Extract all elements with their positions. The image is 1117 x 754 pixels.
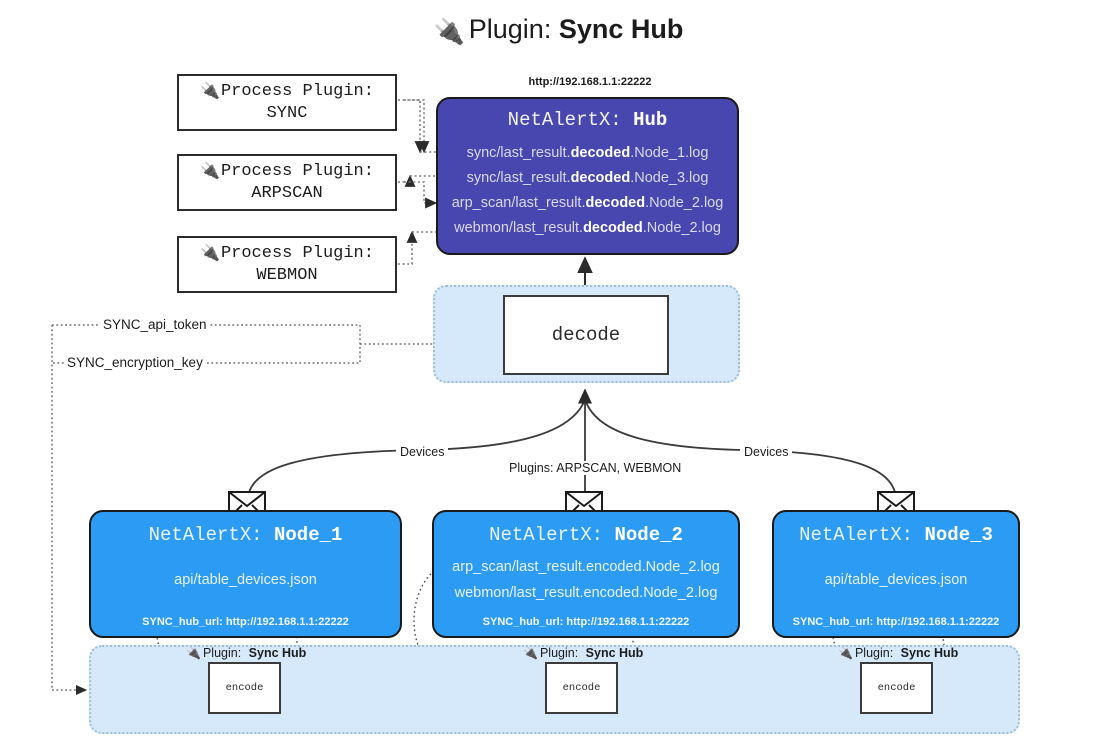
node-footer: SYNC_hub_url: http://192.168.1.1:22222 [792,616,1000,628]
node-line: webmon/last_result.encoded.Node_2.log [454,585,718,601]
node-title: NetAlertX: Node_1 [148,524,343,546]
hub-box[interactable]: NetAlertX: Hub sync/last_result.decoded.… [436,97,739,255]
node-line: api/table_devices.json [824,572,968,589]
process-plugin-arpscan[interactable]: 🔌Process Plugin: ARPSCAN [177,154,397,211]
hub-title-prefix: NetAlertX: [507,109,622,131]
secret-label-encryption-key: SYNC_encryption_key [64,355,206,370]
process-plugin-label: Process Plugin: [220,81,374,101]
encode-caption-3: 🔌Plugin: Sync Hub [838,646,959,660]
plug-icon: 🔌 [523,646,538,660]
encode-box-1[interactable]: encode [208,662,281,714]
node-box-node-1[interactable]: NetAlertX: Node_1 api/table_devices.json… [89,510,402,638]
hub-log-line: arp_scan/last_result.decoded.Node_2.log [451,194,724,211]
plug-icon: 🔌 [186,646,201,660]
encode-box-2[interactable]: encode [545,662,618,714]
hub-url-label: http://192.168.1.1:22222 [528,76,652,88]
hub-log-line: sync/last_result.decoded.Node_3.log [466,169,709,186]
edge-label-devices-right: Devices [740,445,793,459]
node-box-node-3[interactable]: NetAlertX: Node_3 api/table_devices.json… [772,510,1020,638]
plug-icon: 🔌 [433,18,465,46]
encode-caption-2: 🔌Plugin: Sync Hub [523,646,644,660]
decode-box[interactable]: decode [503,295,669,375]
edge-label-plugins: Plugins: ARPSCAN, WEBMON [505,461,686,475]
encode-caption-1: 🔌Plugin: Sync Hub [186,646,307,660]
process-plugin-name: SYNC [266,103,308,123]
edge-label-devices-left: Devices [396,445,449,459]
process-plugin-webmon[interactable]: 🔌Process Plugin: WEBMON [177,236,397,293]
page-title: 🔌Plugin: Sync Hub [0,14,1117,47]
node-line: arp_scan/last_result.encoded.Node_2.log [452,559,720,576]
node-footer: SYNC_hub_url: http://192.168.1.1:22222 [482,616,690,628]
secret-label-api-token: SYNC_api_token [100,317,210,332]
node-title: NetAlertX: Node_3 [799,524,993,546]
process-plugin-name: WEBMON [256,265,318,285]
hub-log-line: sync/last_result.decoded.Node_1.log [466,145,709,161]
process-plugin-label: Process Plugin: [220,243,374,263]
encode-box-3[interactable]: encode [860,662,933,714]
title-prefix: Plugin: [468,14,552,44]
title-name: Sync Hub [558,14,684,44]
process-plugin-name: ARPSCAN [251,183,323,203]
node-box-node-2[interactable]: NetAlertX: Node_2 arp_scan/last_result.e… [432,510,740,638]
node-footer: SYNC_hub_url: http://192.168.1.1:22222 [142,616,349,628]
plug-icon: 🔌 [838,646,853,660]
process-plugin-sync[interactable]: 🔌Process Plugin: SYNC [177,74,397,131]
node-line: api/table_devices.json [174,572,317,589]
hub-title: NetAlertX: Hub [508,109,668,131]
process-plugin-label: Process Plugin: [220,161,374,181]
plug-icon: 🔌 [200,161,220,181]
node-title: NetAlertX: Node_2 [489,524,683,546]
plug-icon: 🔌 [200,243,220,263]
hub-title-name: Hub [633,109,668,131]
hub-log-line: webmon/last_result.decoded.Node_2.log [454,219,721,236]
plug-icon: 🔌 [200,81,220,101]
